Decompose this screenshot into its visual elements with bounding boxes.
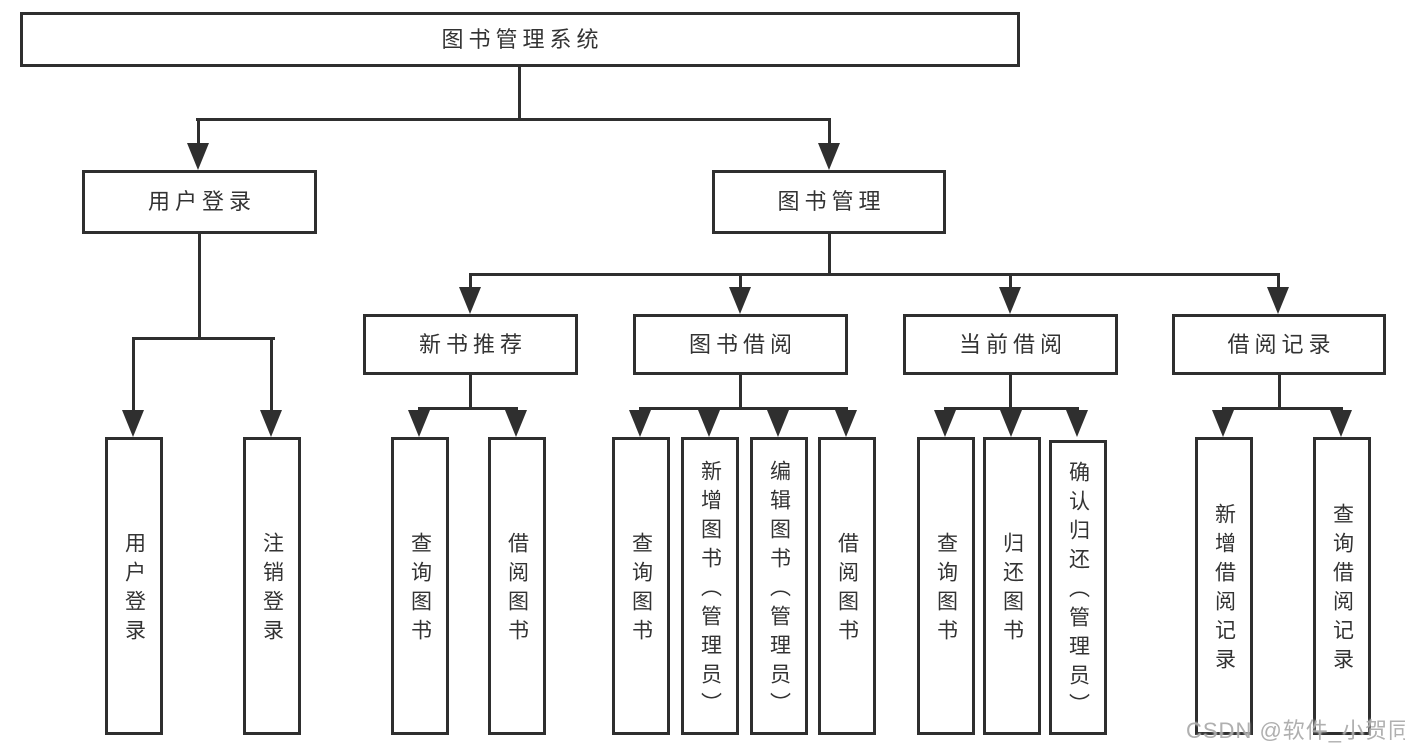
leaf-edit-book-admin: 编辑图书（管理员）: [750, 437, 808, 735]
arrowhead-icon: [1267, 287, 1289, 314]
connector-line: [639, 407, 848, 410]
connector-line: [1278, 375, 1281, 410]
leaf-query-book: 查询图书: [917, 437, 975, 735]
arrowhead-icon: [629, 410, 651, 437]
node-book-borrowing: 图书借阅: [633, 314, 848, 375]
arrowhead-icon: [1066, 410, 1088, 437]
connector-line: [270, 337, 273, 412]
leaf-borrow-book: 借阅图书: [488, 437, 546, 735]
arrowhead-icon: [1330, 410, 1352, 437]
arrowhead-icon: [260, 410, 282, 437]
connector-line: [418, 407, 518, 410]
connector-line: [828, 118, 831, 146]
arrowhead-icon: [698, 410, 720, 437]
leaf-add-book-admin: 新增图书（管理员）: [681, 437, 739, 735]
leaf-query-book: 查询图书: [391, 437, 449, 735]
leaf-confirm-return-admin: 确认归还（管理员）: [1049, 440, 1107, 735]
node-user-login: 用户登录: [82, 170, 317, 234]
leaf-borrow-book: 借阅图书: [818, 437, 876, 735]
arrowhead-icon: [1212, 410, 1234, 437]
node-library-management-system: 图书管理系统: [20, 12, 1020, 67]
arrowhead-icon: [729, 287, 751, 314]
connector-line: [198, 234, 201, 340]
arrowhead-icon: [122, 410, 144, 437]
connector-line: [132, 337, 275, 340]
connector-line: [828, 234, 831, 276]
arrowhead-icon: [505, 410, 527, 437]
connector-line: [196, 118, 831, 121]
arrowhead-icon: [767, 410, 789, 437]
node-current-borrowing: 当前借阅: [903, 314, 1118, 375]
node-book-management: 图书管理: [712, 170, 946, 234]
connector-line: [1009, 273, 1012, 290]
arrowhead-icon: [1000, 410, 1022, 437]
node-new-book-recommendation: 新书推荐: [363, 314, 578, 375]
connector-line: [197, 118, 200, 146]
node-borrowing-records: 借阅记录: [1172, 314, 1386, 375]
arrowhead-icon: [835, 410, 857, 437]
connector-line: [132, 337, 135, 412]
arrowhead-icon: [818, 143, 840, 170]
arrowhead-icon: [934, 410, 956, 437]
connector-line: [1222, 407, 1343, 410]
leaf-user-login: 用户登录: [105, 437, 163, 735]
connector-line: [739, 273, 742, 290]
leaf-return-book: 归还图书: [983, 437, 1041, 735]
arrowhead-icon: [459, 287, 481, 314]
leaf-logout: 注销登录: [243, 437, 301, 735]
connector-line: [469, 273, 1280, 276]
connector-line: [1277, 273, 1280, 290]
connector-line: [469, 375, 472, 410]
connector-line: [944, 407, 1079, 410]
arrowhead-icon: [187, 143, 209, 170]
arrowhead-icon: [408, 410, 430, 437]
connector-line: [739, 375, 742, 410]
arrowhead-icon: [999, 287, 1021, 314]
csdn-watermark: CSDN @软件_小贺同学: [1186, 718, 1405, 743]
leaf-add-borrow-record: 新增借阅记录: [1195, 437, 1253, 735]
leaf-query-borrow-record: 查询借阅记录: [1313, 437, 1371, 735]
leaf-query-book: 查询图书: [612, 437, 670, 735]
connector-line: [518, 67, 521, 120]
connector-line: [469, 273, 472, 290]
connector-line: [1009, 375, 1012, 410]
